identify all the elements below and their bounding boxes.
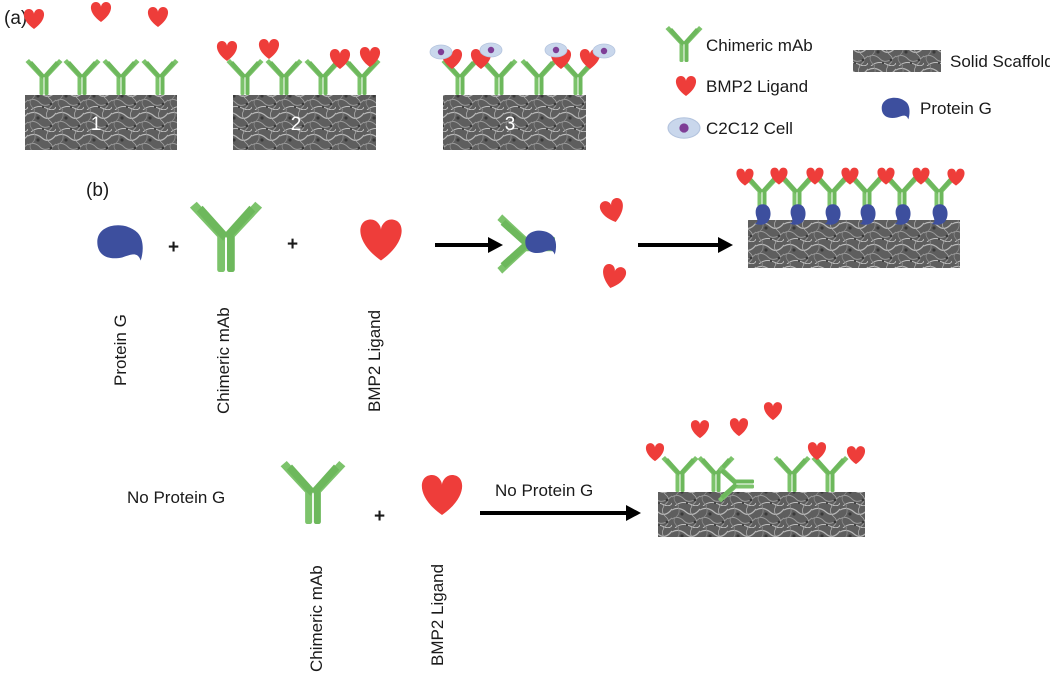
antibody-icon: [520, 59, 558, 95]
scaffold-block: [25, 95, 177, 150]
scaffold-3: 3: [429, 42, 616, 150]
cell-icon: [544, 42, 568, 58]
arrow-label: No Protein G: [495, 481, 593, 500]
antibody-icon: [63, 59, 101, 95]
panel-a-label: (a): [4, 8, 27, 29]
free-ligand-icon: [690, 420, 710, 439]
cell-icon: [429, 44, 453, 60]
scaffold-block: [443, 95, 586, 150]
antibody-icon: [661, 456, 699, 492]
free-ligand-icon: [763, 402, 783, 421]
antibody-icon: [25, 59, 63, 95]
scaffold-block: [233, 95, 376, 150]
plus-sign: +: [287, 234, 298, 255]
antibody-icon: [265, 59, 303, 95]
antibody-icon: [280, 461, 346, 524]
free-ligand-icon: [147, 7, 169, 27]
scaffold-number: 1: [91, 114, 102, 135]
scaffold-swatch: [853, 50, 941, 72]
ligand-icon: [645, 443, 665, 462]
ligand-icon: [675, 76, 697, 96]
bound-ligand-icon: [216, 41, 238, 61]
protein-g-icon: [97, 225, 143, 261]
ligand-icon: [598, 196, 627, 225]
antibody-icon: [102, 59, 140, 95]
antibody-icon: [811, 456, 849, 492]
antibody-icon: [226, 59, 264, 95]
protein-g-icon: [881, 97, 910, 120]
antibody-icon: [665, 26, 703, 62]
no-protein-g-scaffold: [645, 402, 866, 537]
legend-protein-g-label: Protein G: [920, 99, 992, 118]
no-protein-g-label: No Protein G: [127, 488, 225, 507]
protein-g-label: Protein G: [111, 314, 130, 386]
ligand-icon: [846, 446, 866, 465]
without-protein-g-row: No Protein G + Chimeric mAb BMP2 Ligand …: [127, 402, 866, 672]
with-protein-g-row: + + Protein G Chimeric mAb BMP2 Ligand: [97, 167, 965, 414]
plus-sign: +: [168, 237, 179, 258]
ligand-icon: [807, 442, 827, 461]
antibody-icon: [189, 201, 263, 272]
ligand-icon: [360, 219, 402, 261]
ligand-icon: [421, 475, 463, 515]
arrow-3: [480, 505, 641, 521]
scaffold-number: 2: [291, 114, 302, 135]
free-ligand-icon: [90, 2, 112, 22]
arrow-2: [638, 237, 733, 253]
chimeric-mab-label: Chimeric mAb: [307, 565, 326, 672]
cell-icon: [592, 43, 616, 59]
protein-g-scaffold: [736, 167, 965, 268]
arrow-1: [435, 237, 503, 253]
bound-ligand-icon: [258, 39, 280, 59]
chimeric-mab-label: Chimeric mAb: [214, 307, 233, 414]
free-ligand-icon: [729, 418, 749, 437]
scaffold-block: [658, 492, 865, 537]
legend-antibody-label: Chimeric mAb: [706, 36, 813, 55]
bmp2-ligand-label: BMP2 Ligand: [365, 310, 384, 412]
cell-icon: [667, 117, 701, 139]
panel-b-label: (b): [86, 180, 109, 201]
legend-cell-label: C2C12 Cell: [706, 119, 793, 138]
ligand-icon: [599, 262, 628, 291]
antibody-icon: [343, 59, 381, 95]
scaffold-number: 3: [505, 114, 516, 135]
complex: [497, 196, 628, 291]
plus-sign: +: [374, 506, 385, 527]
legend-scaffold-label: Solid Scaffold: [950, 52, 1050, 71]
antibody-icon: [773, 456, 811, 492]
legend-ligand-label: BMP2 Ligand: [706, 77, 808, 96]
scaffold-block: [748, 220, 960, 268]
cell-icon: [479, 42, 503, 58]
antibody-icon: [141, 59, 179, 95]
scaffold-1: 1: [23, 2, 179, 150]
legend: Chimeric mAb BMP2 Ligand C2C12 Cell Soli…: [665, 26, 1050, 139]
scaffold-2: 2: [216, 39, 381, 150]
bmp2-ligand-label: BMP2 Ligand: [428, 564, 447, 666]
